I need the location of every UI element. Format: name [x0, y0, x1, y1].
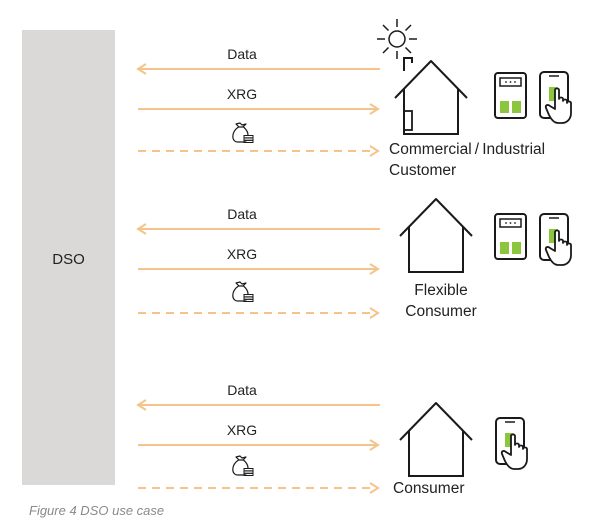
data-arrow — [136, 223, 380, 235]
dso-label: DSO — [52, 251, 85, 268]
sun-icon — [377, 19, 417, 59]
money-bag-icon — [232, 281, 254, 303]
smartphone-hand-icon — [539, 213, 572, 266]
flexible-consumer-label: Flexible Consumer — [400, 280, 482, 322]
money-bag-icon — [232, 455, 254, 477]
label-line: Flexible — [414, 282, 468, 299]
xrg-arrow — [138, 263, 380, 275]
payment-dashed-arrow — [138, 482, 380, 494]
data-label: Data — [227, 46, 257, 62]
data-label: Data — [227, 206, 257, 222]
payment-dashed-arrow — [138, 307, 380, 319]
label-line: Customer — [389, 162, 457, 179]
smartphone-hand-icon — [539, 71, 572, 124]
xrg-label: XRG — [226, 422, 258, 438]
house-icon — [399, 402, 473, 477]
xrg-arrow — [138, 103, 380, 115]
data-arrow — [136, 63, 380, 75]
payment-dashed-arrow — [138, 145, 380, 157]
label-line: Consumer — [405, 303, 477, 320]
data-label: Data — [227, 382, 257, 398]
xrg-label: XRG — [226, 86, 258, 102]
commercial-industrial-customer-label: Commercial / Industrial Customer — [389, 139, 545, 181]
commercial-house-icon — [394, 57, 468, 135]
label-line: Commercial / Industrial — [389, 141, 546, 158]
figure-caption: Figure 4 DSO use case — [29, 503, 165, 518]
house-icon — [399, 198, 473, 273]
xrg-label: XRG — [226, 246, 258, 262]
smart-meter-icon — [494, 72, 527, 119]
consumer-label: Consumer — [393, 478, 465, 499]
data-arrow — [136, 399, 380, 411]
dso-bar — [22, 30, 115, 485]
label-line: Consumer — [393, 480, 465, 497]
smartphone-hand-icon — [495, 417, 528, 470]
xrg-arrow — [138, 439, 380, 451]
smart-meter-icon — [494, 213, 527, 260]
money-bag-icon — [232, 122, 254, 144]
